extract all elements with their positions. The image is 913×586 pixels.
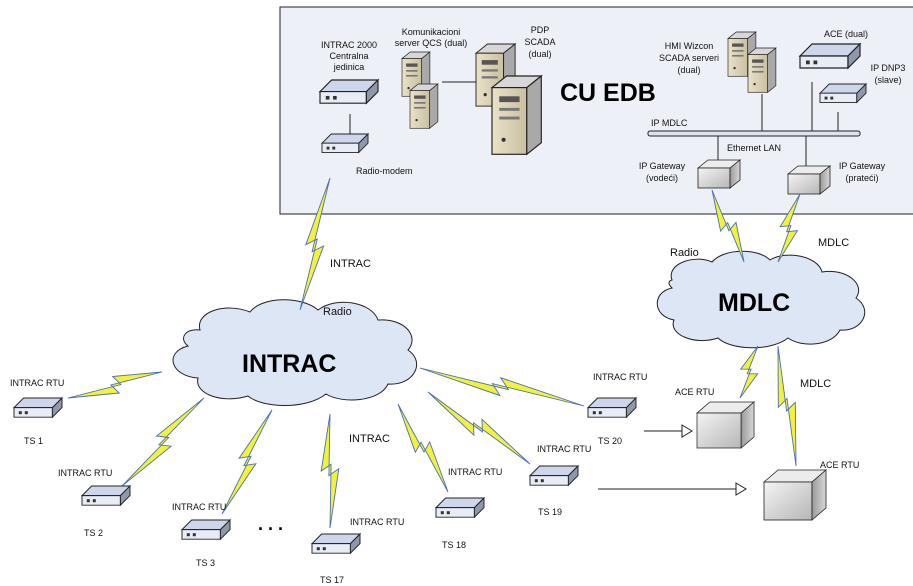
pdp-label-3: (dual) bbox=[528, 49, 551, 59]
bolt-gw-lead-mdlc bbox=[711, 189, 745, 263]
gw-lead-label-2: (vodeći) bbox=[646, 173, 678, 183]
rtu-label-ts19: INTRAC RTU bbox=[537, 444, 591, 454]
hmi-label-2: SCADA serveri bbox=[659, 53, 719, 63]
intrac-2000-central-unit bbox=[319, 79, 379, 104]
bolt-ts3 bbox=[221, 409, 273, 515]
bolt-ts1 bbox=[67, 371, 163, 399]
ip-mdlc-label: IP MDLC bbox=[651, 118, 688, 128]
qcs-label-1: Komunikacioni bbox=[402, 27, 461, 37]
hmi-server-2-icon bbox=[747, 47, 777, 93]
radio-modem-icon bbox=[321, 133, 369, 153]
bolt-mdlc-ace1 bbox=[739, 345, 759, 399]
ace-rtu-2-label: ACE RTU bbox=[820, 460, 859, 470]
rtu-label-ts1: INTRAC RTU bbox=[10, 378, 64, 388]
station-ts1: TS 1 bbox=[24, 436, 43, 446]
bolt-mdlc-ace2 bbox=[777, 345, 797, 467]
bolt-ts20 bbox=[419, 367, 585, 407]
radio-modem-label: Radio-modem bbox=[356, 166, 413, 176]
rtu-ts19-icon bbox=[529, 465, 579, 486]
ethernet-lan-bus bbox=[647, 130, 861, 137]
mdlc-cloud bbox=[656, 250, 866, 349]
ace-dual-icon bbox=[799, 43, 861, 69]
mdlc-link-top-label: MDLC bbox=[818, 237, 849, 249]
cu-edb-title: CU EDB bbox=[560, 79, 656, 107]
intrac-cloud-label: INTRAC bbox=[242, 350, 336, 378]
pdp-label-1: PDP bbox=[531, 25, 550, 35]
ipdnp3-label-2: (slave) bbox=[874, 75, 901, 85]
radio-links bbox=[67, 177, 801, 529]
intrac-link-label: INTRAC bbox=[330, 258, 371, 270]
bolt-ts18 bbox=[397, 403, 449, 493]
pdp-scada-server-2-icon bbox=[491, 75, 543, 156]
intrac-link-bottom-label: INTRAC bbox=[349, 433, 390, 445]
rtu-ts2-icon bbox=[81, 485, 131, 506]
station-ts20: TS 20 bbox=[598, 436, 622, 446]
rtu-ts1-icon bbox=[13, 397, 63, 418]
station-ts3: TS 3 bbox=[196, 558, 215, 568]
pdp-label-2: SCADA bbox=[524, 37, 555, 47]
rtu-ts20-icon bbox=[587, 397, 637, 418]
gw-follow-label-1: IP Gateway bbox=[839, 161, 886, 171]
mdlc-cloud-label: MDLC bbox=[718, 289, 790, 317]
rtu-label-ts3: INTRAC RTU bbox=[172, 502, 226, 512]
rtu-ts18-icon bbox=[435, 497, 485, 518]
intrac2000-label-2: Centralna bbox=[329, 51, 368, 61]
intrac2000-label-1: INTRAC 2000 bbox=[321, 40, 377, 50]
ip-gateway-lead-icon bbox=[697, 159, 741, 189]
rtu-label-ts2: INTRAC RTU bbox=[58, 468, 112, 478]
rtu-ts17-icon bbox=[311, 533, 361, 554]
ellipsis-dots: . . . bbox=[258, 514, 283, 534]
hmi-label-3: (dual) bbox=[677, 65, 700, 75]
ipdnp3-label-1: IP DNP3 bbox=[871, 63, 906, 73]
ethernet-lan-label: Ethernet LAN bbox=[727, 143, 781, 153]
hmi-label-1: HMI Wizcon bbox=[665, 41, 714, 51]
station-ts18: TS 18 bbox=[442, 540, 466, 550]
radio-right-label: Radio bbox=[670, 247, 699, 259]
station-ts17: TS 17 bbox=[320, 575, 344, 585]
station-ts2: TS 2 bbox=[84, 528, 103, 538]
qcs-server-2-icon bbox=[409, 83, 439, 129]
ace-rtu-2-icon bbox=[763, 469, 827, 521]
radio-top-label: Radio bbox=[323, 306, 352, 318]
mdlc-link-bottom-label: MDLC bbox=[800, 378, 831, 390]
bolt-ts17 bbox=[320, 413, 340, 529]
intrac2000-label-3: jedinica bbox=[333, 62, 365, 72]
bolt-ts19 bbox=[427, 391, 531, 465]
gw-lead-label-1: IP Gateway bbox=[639, 161, 686, 171]
ace-dual-label: ACE (dual) bbox=[824, 29, 868, 39]
rtu-ts3-icon bbox=[181, 519, 231, 540]
bolt-cu-intrac bbox=[299, 177, 331, 311]
ace-rtu-1-icon bbox=[696, 401, 755, 449]
bolt-gw-follow-mdlc bbox=[777, 193, 801, 263]
intrac-cloud bbox=[172, 299, 418, 406]
rtu-label-ts17: INTRAC RTU bbox=[350, 517, 404, 527]
ace-rtu-1-label: ACE RTU bbox=[675, 387, 714, 397]
gw-follow-label-2: (prateći) bbox=[845, 173, 878, 183]
ip-gateway-follow-icon bbox=[787, 165, 831, 195]
station-ts19: TS 19 bbox=[538, 507, 562, 517]
qcs-label-2: server QCS (dual) bbox=[395, 38, 468, 48]
ip-dnp3-icon bbox=[819, 83, 867, 103]
rtu-label-ts20: INTRAC RTU bbox=[593, 372, 647, 382]
rtu-label-ts18: INTRAC RTU bbox=[448, 467, 502, 477]
bolt-ts2 bbox=[121, 397, 205, 487]
